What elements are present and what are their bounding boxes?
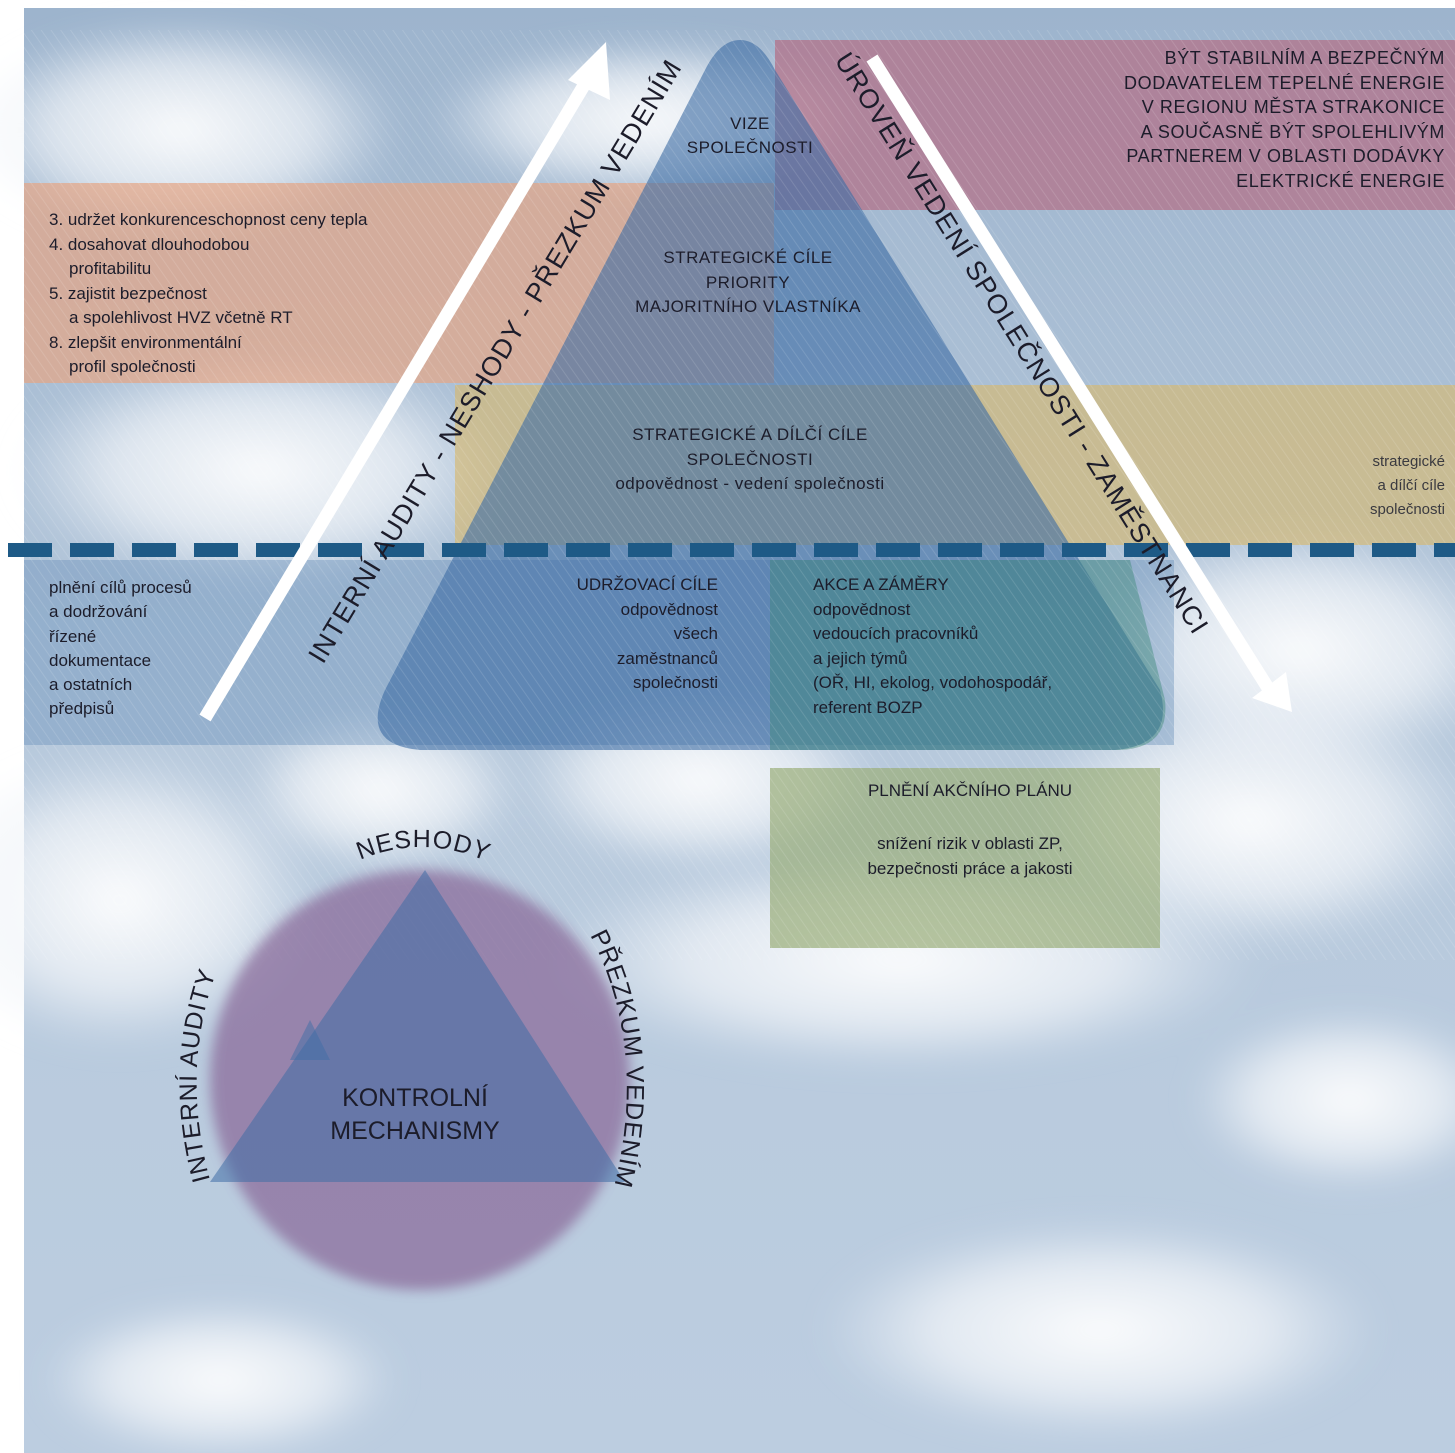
vision-line: ELEKTRICKÉ ENERGIE <box>1236 170 1445 191</box>
arrow-up-icon <box>199 42 610 722</box>
maintenance-line: společnosti <box>632 673 718 692</box>
action-plan-line: snížení rizik v oblasti ZP, <box>877 834 1063 853</box>
maintenance-line: odpovědnost <box>620 599 718 619</box>
actions-line: (OŘ, HI, ekolog, vodohospodář, <box>813 673 1053 692</box>
maintenance-line: všech <box>673 624 718 643</box>
control-title-line: KONTROLNÍ <box>342 1084 488 1112</box>
vision-line: A SOUČASNĚ BÝT SPOLEHLIVÝM <box>1140 121 1445 142</box>
side-label-line: společnosti <box>1369 501 1445 518</box>
maintenance-goals: UDRŽOVACÍ CÍLE odpovědnost všech zaměstn… <box>500 573 718 696</box>
control-title-line: MECHANISMY <box>330 1117 500 1145</box>
goal-item: 8. zlepšit environmentální <box>49 332 242 352</box>
side-label-line: strategické <box>1372 453 1445 470</box>
actions-line: a jejich týmů <box>813 648 908 668</box>
pyramid-vision: VIZE SPOLEČNOSTI <box>640 112 860 160</box>
goal-item: profitabilitu <box>69 259 152 278</box>
actions-line: AKCE A ZÁMĚRY <box>813 575 949 594</box>
pyramid-strategic-goals: STRATEGICKÉ CÍLE PRIORITY MAJORITNÍHO VL… <box>578 246 918 320</box>
action-plan-title: PLNĚNÍ AKČNÍHO PLÁNU <box>867 781 1073 800</box>
vision-statement: BÝT STABILNÍM A BEZPEČNÝM DODAVATELEM TE… <box>1015 46 1445 193</box>
process-goals-line: předpisů <box>49 699 115 719</box>
maintenance-line: zaměstnanců <box>616 648 718 668</box>
actions-line: referent BOZP <box>813 697 923 717</box>
process-goals-line: plnění cílů procesů <box>49 578 192 597</box>
goal-item: 5. zajistit bezpečnost <box>49 283 207 303</box>
actions-line: odpovědnost <box>813 599 911 619</box>
goal-item: 3. udržet konkurenceschopnost ceny tepla <box>49 210 368 229</box>
process-goals-line: dokumentace <box>49 650 152 670</box>
action-plan-line: bezpečnosti práce a jakosti <box>867 859 1073 878</box>
process-goals-line: a dodržování <box>49 602 148 622</box>
partial-goals-line: odpovědnost - vedení společnosti <box>615 474 885 493</box>
process-goals-text: plnění cílů procesů a dodržování řízené … <box>49 576 269 722</box>
strategic-goals-line: STRATEGICKÉ CÍLE <box>663 248 833 267</box>
strategic-goals-line: PRIORITY <box>705 272 791 292</box>
arrow-down-icon <box>866 54 1292 712</box>
goal-item: 4. dosahovat dlouhodobou <box>49 234 250 254</box>
partial-goals-line: SPOLEČNOSTI <box>686 449 814 469</box>
partial-goals-line: STRATEGICKÉ A DÍLČÍ CÍLE <box>632 425 868 444</box>
pyramid-vision-line: SPOLEČNOSTI <box>686 138 814 157</box>
maintenance-line: UDRŽOVACÍ CÍLE <box>576 575 718 594</box>
process-goals-line: řízené <box>49 626 97 646</box>
side-label-line: a dílčí cíle <box>1377 477 1445 494</box>
actions-and-plans: AKCE A ZÁMĚRY odpovědnost vedoucích prac… <box>813 573 1143 720</box>
hatch-overlay <box>24 30 1455 960</box>
vision-line: V REGIONU MĚSTA STRAKONICE <box>1141 97 1445 117</box>
process-goals-line: a ostatních <box>49 675 133 695</box>
goals-list: 3. udržet konkurenceschopnost ceny tepla… <box>49 208 449 380</box>
vision-line: PARTNEREM V OBLASTI DODÁVKY <box>1126 146 1445 166</box>
vision-line: DODAVATELEM TEPELNÉ ENERGIE <box>1124 72 1445 93</box>
goal-item: profil společnosti <box>69 357 196 376</box>
action-plan-body: snížení rizik v oblasti ZP, bezpečnosti … <box>775 831 1165 881</box>
goal-item: a spolehlivost HVZ včetně RT <box>69 308 293 327</box>
strategic-goals-line: MAJORITNÍHO VLASTNÍKA <box>635 297 861 316</box>
control-mechanisms-title: KONTROLNÍ MECHANISMY <box>250 1082 580 1148</box>
pyramid-partial-goals: STRATEGICKÉ A DÍLČÍ CÍLE SPOLEČNOSTI odp… <box>560 423 940 497</box>
pyramid-vision-line: VIZE <box>730 114 770 133</box>
side-strategic-label: strategické a dílčí cíle společnosti <box>1310 450 1445 522</box>
actions-line: vedoucích pracovníků <box>813 624 979 643</box>
control-graphic <box>210 870 630 1290</box>
vision-line: BÝT STABILNÍM A BEZPEČNÝM <box>1164 48 1445 68</box>
control-triangle <box>210 870 625 1182</box>
